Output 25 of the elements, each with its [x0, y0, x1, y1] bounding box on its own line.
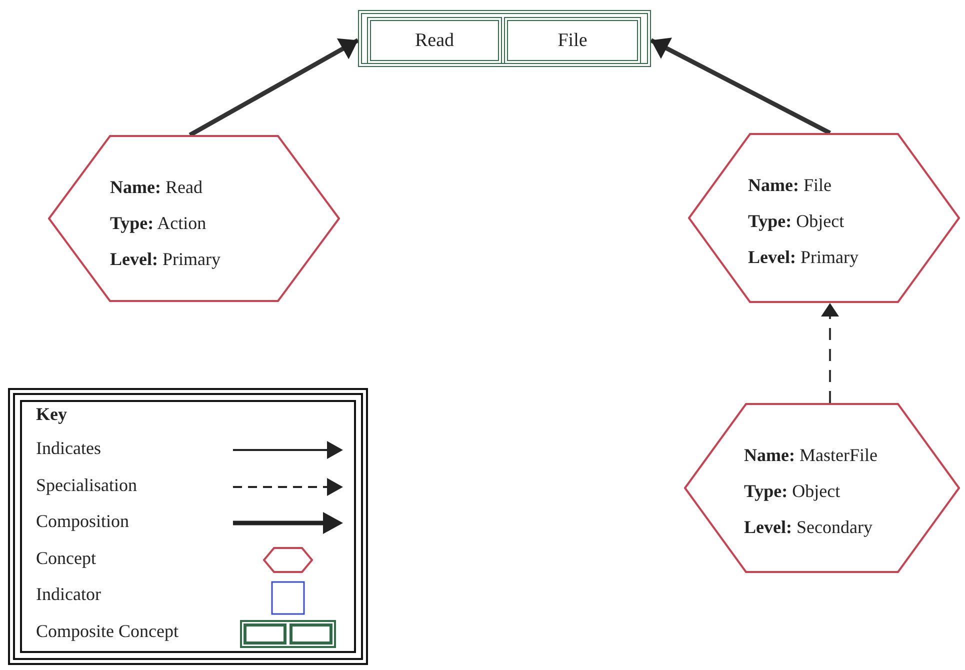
concept-hexagon	[684, 403, 960, 573]
attribute-text: Name: File	[748, 174, 832, 197]
attribute-text: Type: Object	[744, 480, 842, 503]
attribute-text: Level: Primary	[110, 248, 220, 271]
composite-concept-box	[358, 10, 651, 67]
attribute-text: Name: MasterFile	[744, 444, 878, 467]
attribute-text: Type: Action	[110, 212, 208, 235]
attribute-text: Level: Secondary	[744, 516, 874, 539]
arrow	[650, 38, 832, 135]
legend-label: Concept	[36, 548, 96, 568]
concept-hexagon	[48, 135, 340, 302]
legend-label: Specialisation	[36, 474, 137, 496]
attribute-text: Level: Primary	[748, 246, 858, 269]
arrow	[820, 303, 839, 403]
attribute-text: Type: Object	[748, 210, 846, 233]
concept-part-box: File	[504, 17, 641, 64]
legend-label: Indicates	[36, 438, 101, 459]
legend-label: Composition	[36, 511, 130, 532]
legend-label: Composite Concept	[36, 620, 178, 642]
concept-part-box: Read	[367, 17, 502, 64]
attribute-text: Name: Read	[110, 176, 204, 199]
legend-label: Indicator	[36, 584, 101, 605]
concept-hexagon	[688, 133, 960, 303]
arrow	[188, 38, 360, 137]
legend-heading: Key	[36, 404, 67, 425]
